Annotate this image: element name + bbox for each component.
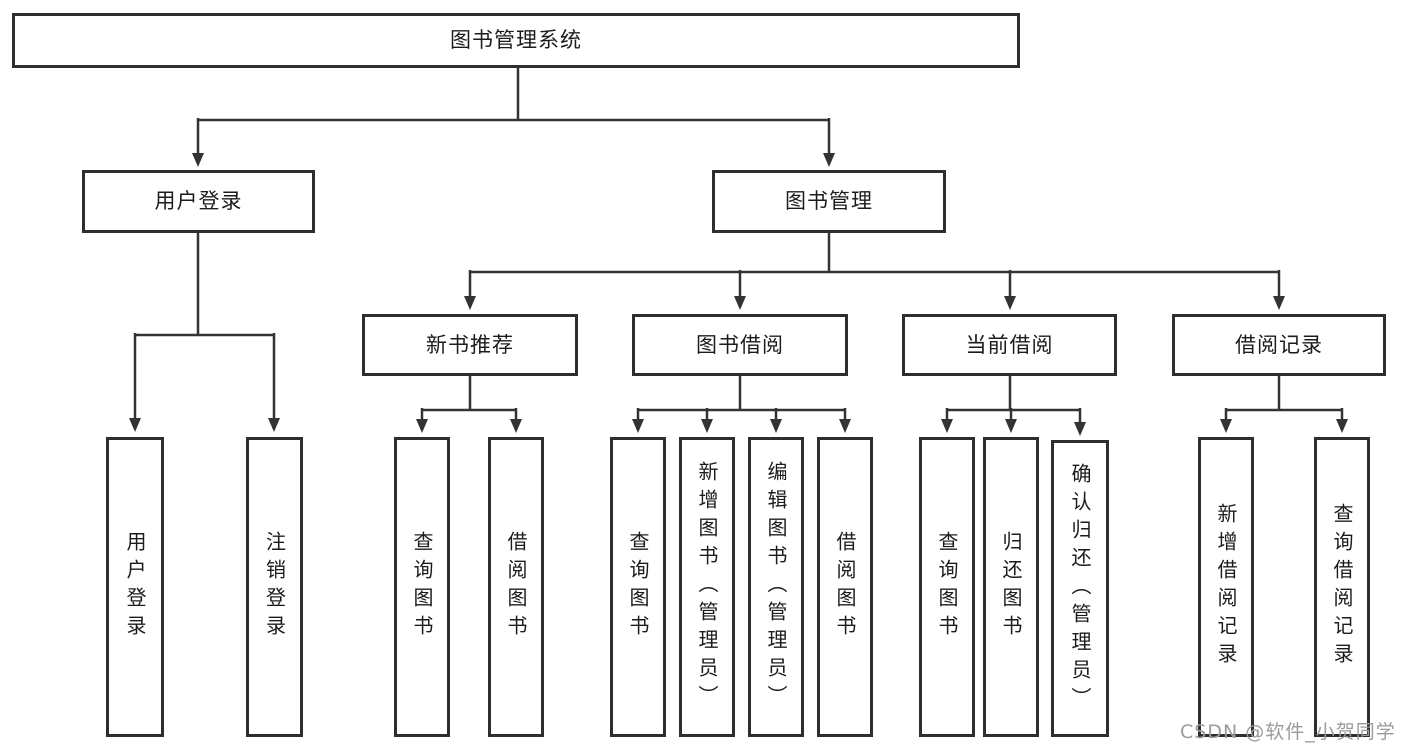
edge-user-login-branch (135, 233, 274, 337)
edge-current-borrow-branch (947, 376, 1080, 412)
node-borrow-books-1: 借阅图书 (488, 437, 544, 737)
node-query-books-1: 查询图书 (394, 437, 450, 737)
node-root: 图书管理系统 (12, 13, 1020, 68)
node-query-books-3: 查询图书 (919, 437, 975, 737)
node-return-book: 归还图书 (983, 437, 1039, 737)
edge-borrow-records-branch (1226, 376, 1342, 412)
node-book-borrow: 图书借阅 (632, 314, 848, 376)
node-confirm-return-admin: 确认归还（管理员） (1051, 440, 1109, 737)
edge-root-branch (198, 68, 829, 122)
node-current-borrow: 当前借阅 (902, 314, 1117, 376)
node-book-management: 图书管理 (712, 170, 946, 233)
node-edit-book-admin: 编辑图书（管理员） (748, 437, 804, 737)
node-user-login: 用户登录 (82, 170, 315, 233)
node-query-books-2: 查询图书 (610, 437, 666, 737)
edge-book-borrow-branch (638, 376, 845, 412)
node-borrow-records: 借阅记录 (1172, 314, 1386, 376)
node-new-book-recommend: 新书推荐 (362, 314, 578, 376)
watermark: CSDN @软件_小贺同学 (1180, 721, 1396, 743)
edge-new-book-branch (422, 376, 516, 412)
node-add-book-admin: 新增图书（管理员） (679, 437, 735, 737)
node-user-login-leaf: 用户登录 (106, 437, 164, 737)
node-query-borrow-record: 查询借阅记录 (1314, 437, 1370, 737)
node-borrow-books-2: 借阅图书 (817, 437, 873, 737)
node-logout-leaf: 注销登录 (246, 437, 303, 737)
edge-book-management-branch (470, 233, 1279, 274)
node-add-borrow-record: 新增借阅记录 (1198, 437, 1254, 737)
